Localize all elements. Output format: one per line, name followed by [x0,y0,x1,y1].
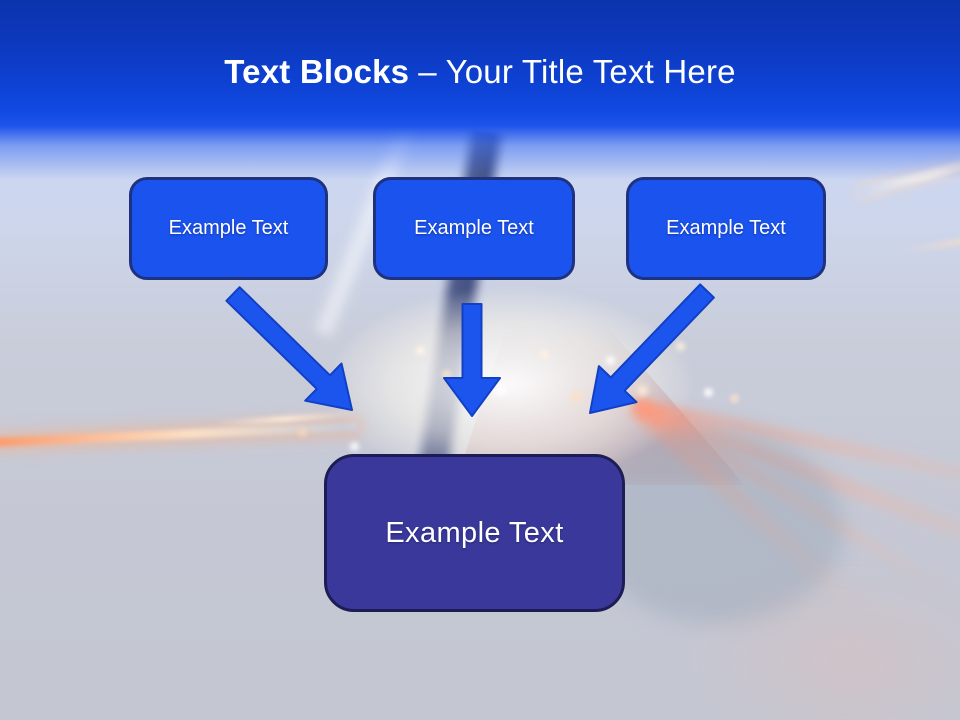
light-trail-left [0,421,359,448]
light-trail-ray [632,398,960,605]
header-band [0,0,960,180]
slide-title-emphasis: Text Blocks [224,53,410,90]
down-arrow-icon[interactable] [443,303,501,417]
text-block-1[interactable]: Example Text [129,177,328,280]
light-trail-ray [634,398,960,510]
light-trail-left-small [214,411,356,427]
text-block-3[interactable]: Example Text [626,177,826,280]
light-trail-right-small [900,232,960,255]
text-block-2[interactable]: Example Text [373,177,575,280]
down-right-arrow-icon[interactable] [225,286,353,411]
bottom-text-block-label: Example Text [385,516,564,549]
text-block-1-label: Example Text [168,217,289,239]
text-block-3-label: Example Text [666,217,786,239]
slide-title-rest: – Your Title Text Here [418,53,736,90]
light-trail-ray [633,398,960,579]
bottom-text-block[interactable]: Example Text [324,454,625,612]
text-block-2-label: Example Text [414,217,534,239]
down-left-arrow-icon[interactable] [589,283,715,414]
background-light-burst [330,290,690,480]
background-pink-glow [680,560,960,720]
light-trail-ray [629,400,865,615]
background-mirror-shape [598,428,843,623]
slide-title[interactable]: Text Blocks– Your Title Text Here [0,53,960,91]
